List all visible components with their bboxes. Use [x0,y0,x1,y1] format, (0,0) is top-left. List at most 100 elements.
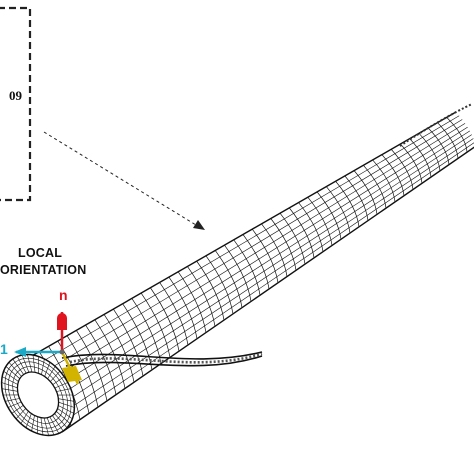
mesh-longitudinal-line [50,126,468,391]
end-cap-radial-line [56,388,71,392]
end-cap-radial-line [1,382,18,389]
local-axes [14,312,82,385]
tube-body [29,111,474,433]
mesh-ring-line [233,239,261,296]
axial-arrowhead [14,347,26,357]
normal-axis-label: n [59,287,68,303]
mesh-ring-line [400,143,423,184]
mesh-ring-line [66,335,99,408]
mesh-ring-line [363,165,387,209]
end-cap-radial-line [25,413,32,428]
leader-arrowhead [193,220,205,230]
mesh-longitudinal-line [57,134,472,408]
mesh-ring-line [270,218,297,271]
mesh-ring-line [150,287,180,352]
mesh-ring-line [214,250,243,308]
end-cap-ring [12,366,64,424]
end-cap-radial-line [54,413,68,428]
end-cap-radial-line [46,417,55,436]
mesh-ring-line [187,266,216,327]
end-cap-radial-line [27,354,33,373]
end-cap-radial-line [12,358,24,375]
mesh-ring-line [344,175,369,221]
mesh-ring-line [279,212,306,265]
tangent-marker [62,366,82,382]
mesh-ring-line [261,223,288,277]
mesh-ring-line [242,234,270,290]
end-cap-radial-line [8,362,22,377]
mesh-ring-line [113,308,144,377]
axes-origin [59,349,65,355]
end-cap-radial-line [52,376,65,385]
mesh-ring-line [326,186,351,234]
mesh-longitudinal-line [60,142,474,424]
mesh-ring-line [85,324,117,395]
tube-top-edge [29,111,457,358]
end-cap-radial-line [16,356,27,374]
tube-end-cap [0,353,76,437]
end-cap-radial-line [2,376,18,385]
mesh-ring-line [316,191,342,240]
end-cap-radial-line [54,382,68,389]
tube-ring-lines [38,117,468,426]
embedded-strip [61,103,473,367]
mesh-ring-line [289,207,315,258]
mesh-longitudinal-line [59,138,474,416]
mesh-ring-line [437,122,459,159]
end-cap-radial-line [55,411,71,424]
end-cap-radial-line [8,401,22,408]
end-cap-radial-line [15,408,26,419]
end-cap-radial-line [57,408,73,420]
mesh-longitudinal-line [54,130,471,399]
mesh-ring-line [390,149,414,190]
end-cap-grid [1,354,75,436]
callout-text: 09 [9,88,22,103]
end-cap-radial-line [11,405,24,414]
end-cap-radial-line [41,358,45,375]
axial-axis-label: 1 [0,341,8,357]
mesh-ring-line [335,181,360,227]
mesh-longitudinal-line [46,123,466,383]
end-cap-radial-line [1,388,18,392]
end-cap-radial-line [32,355,36,373]
end-cap-radial-line [58,405,74,414]
mesh-ring-line [409,138,432,178]
end-cap-radial-line [52,415,64,432]
mesh-ring-line [224,244,252,302]
end-cap-radial-line [20,410,29,424]
end-cap-ring [4,357,72,433]
end-cap-radial-line [58,401,75,408]
end-cap-radial-line [5,366,21,379]
normal-axis-marker [57,313,67,330]
mesh-ring-line [427,127,450,165]
mesh-ring-line [177,271,207,333]
mesh-ring-line [159,282,189,346]
mesh-longitudinal-line [41,119,463,374]
end-cap-radial-line [3,370,19,382]
mesh-ring-line [168,276,198,339]
mesh-ring-line [196,260,225,321]
end-cap-radial-line [21,354,30,373]
end-cap-radial-line [5,398,20,402]
mesh-ring-line [140,292,171,358]
end-cap-inner [16,371,60,419]
end-cap-radial-line [49,416,60,434]
end-cap-radial-line [58,398,75,402]
end-cap-radial-line [31,415,35,432]
end-cap-radial-line [47,366,56,380]
tube-longitudinal-lines [35,115,474,424]
tube-bottom-edge [61,146,474,433]
end-cap-ring [8,361,68,429]
end-cap-radial-line [43,417,49,436]
mesh-ring-line [353,170,378,215]
mesh-ring-line [418,133,441,171]
mesh-longitudinal-line [35,115,460,366]
mesh-ring-line [307,196,333,246]
mesh-ring-line [76,330,108,401]
mesh-ring-line [446,117,468,153]
mesh-ring-line [381,154,405,196]
mesh-ring-line [251,228,279,283]
callout-box [0,6,32,202]
end-cap-radial-line [50,371,61,382]
